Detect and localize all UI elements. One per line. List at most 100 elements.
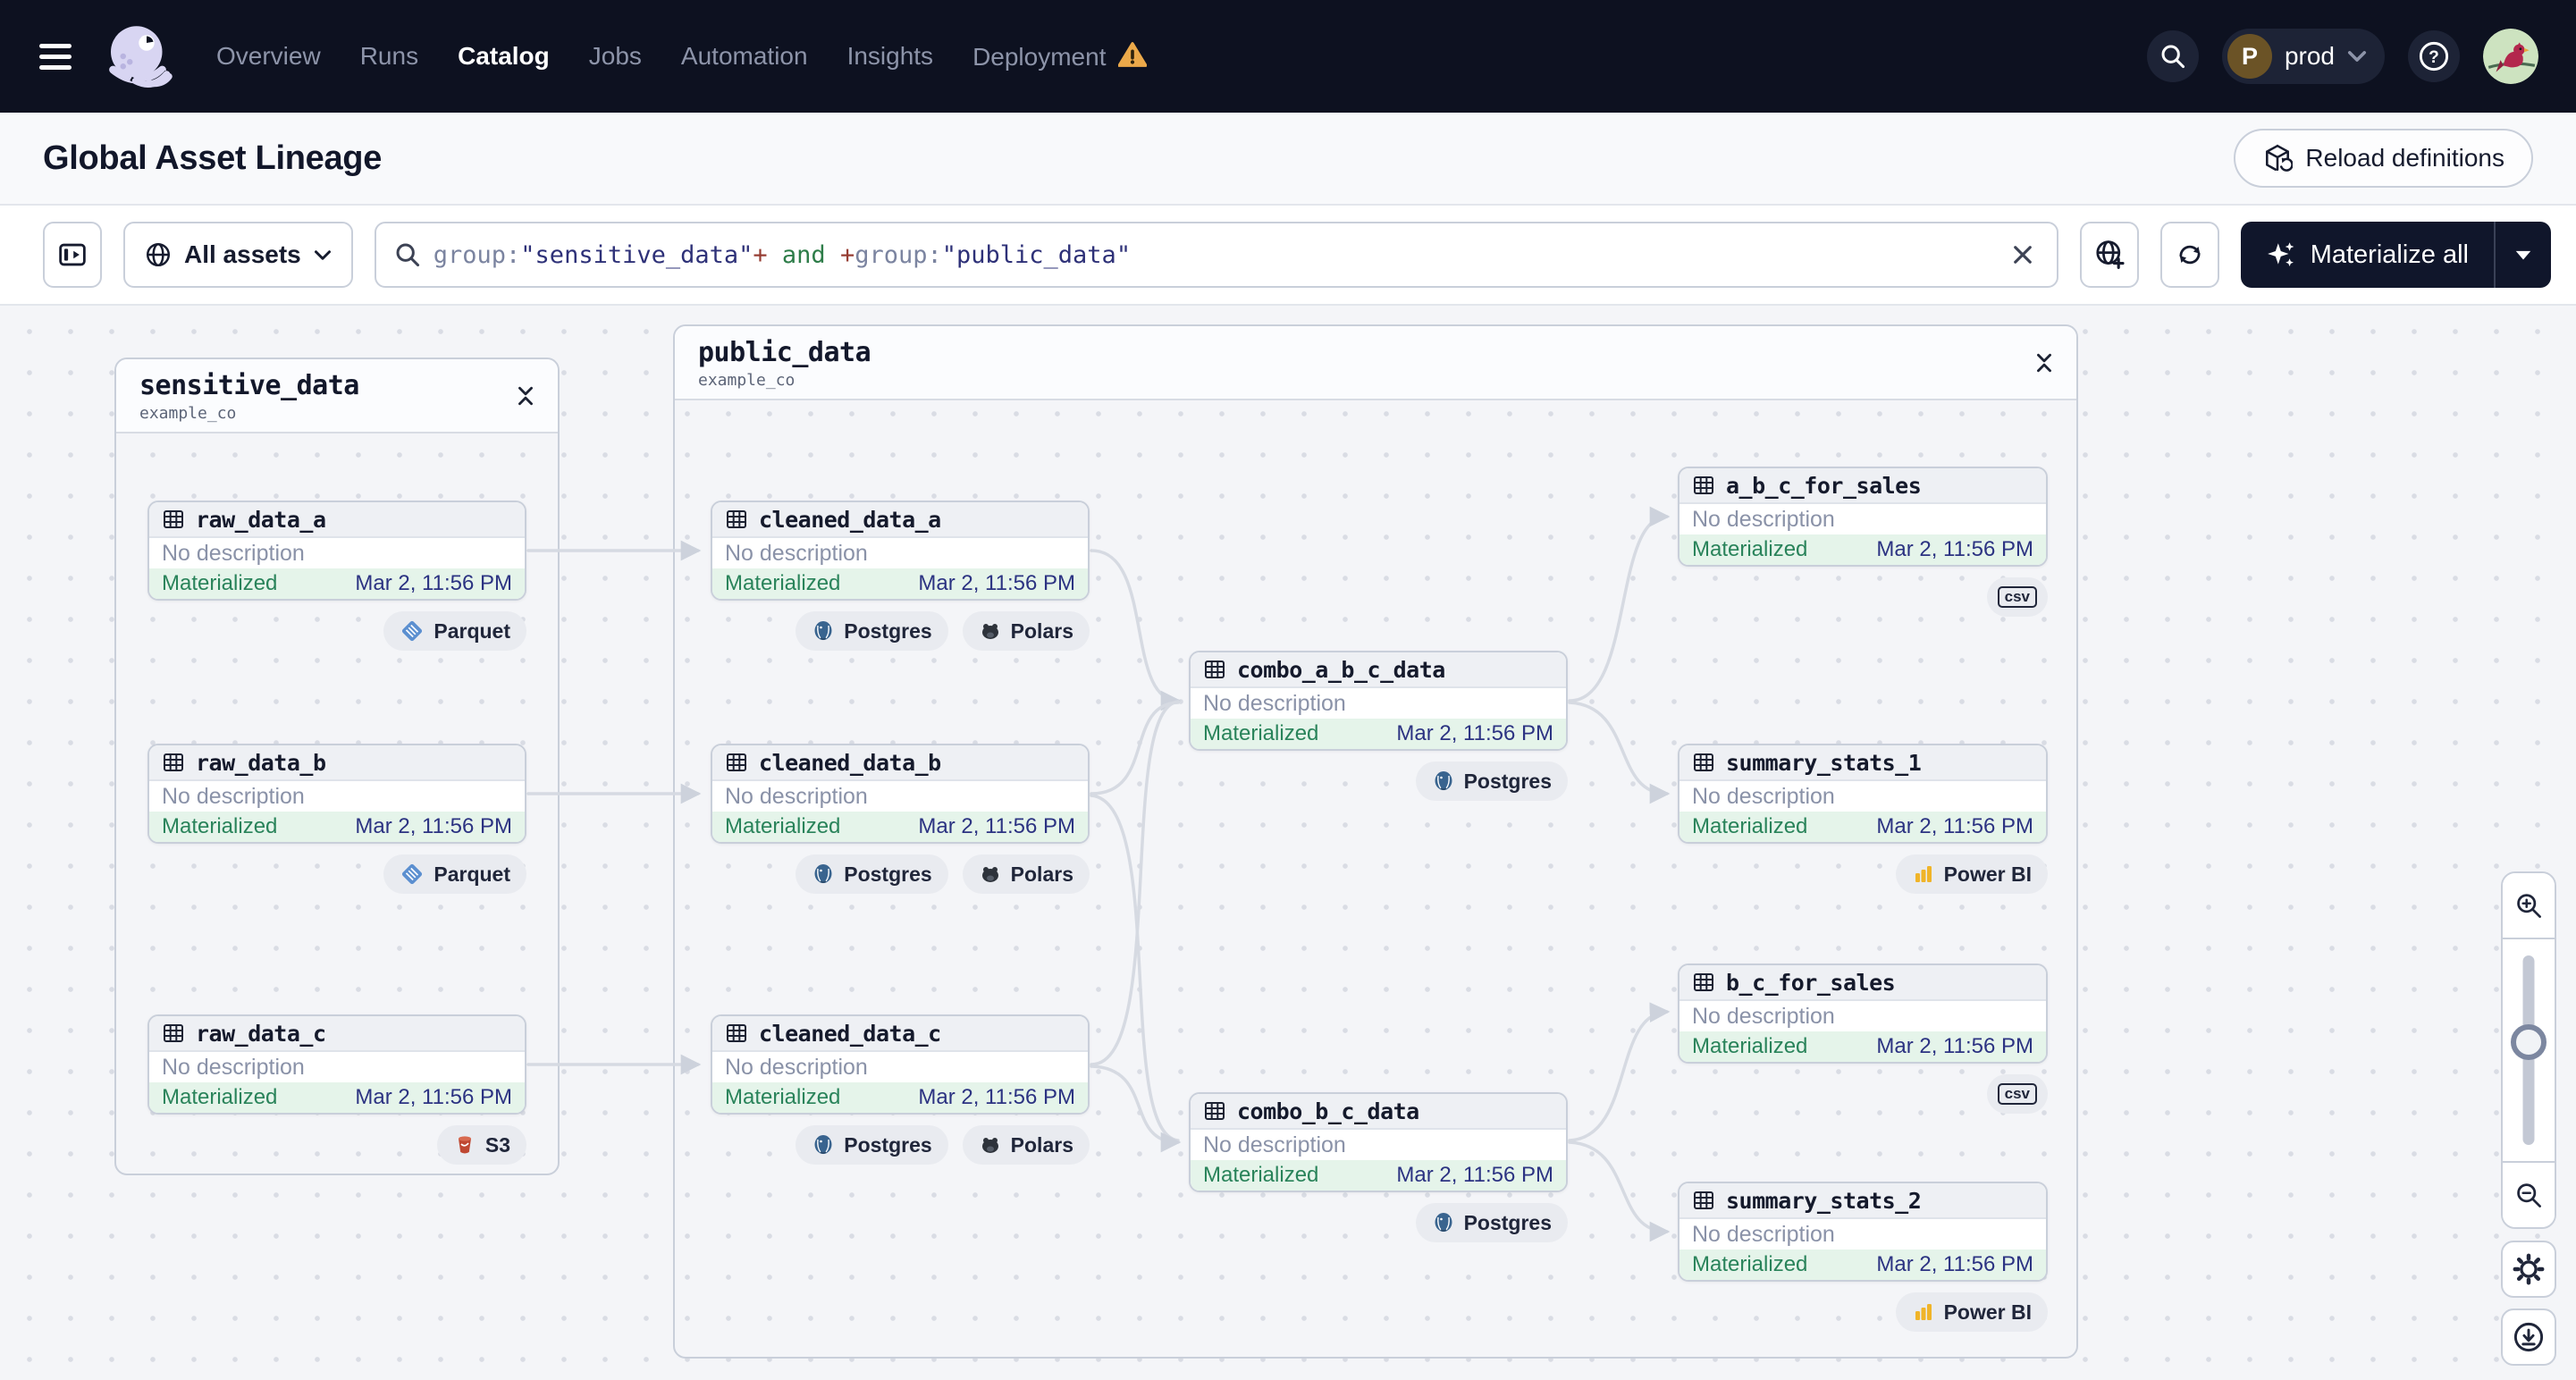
- status-label: Materialized: [1203, 721, 1319, 745]
- badge-csv[interactable]: csv: [1986, 1074, 2048, 1114]
- zoom-out-button[interactable]: [2503, 1163, 2555, 1227]
- badge-parquet[interactable]: Parquet: [383, 611, 526, 651]
- nav-item-deployment[interactable]: Deployment: [972, 41, 1148, 72]
- badge-powerbi[interactable]: Power BI: [1895, 854, 2048, 894]
- asset-name: summary_stats_1: [1726, 749, 1922, 776]
- status-label: Materialized: [1692, 537, 1808, 561]
- status-label: Materialized: [1203, 1163, 1319, 1187]
- asset-query-input[interactable]: group:"sensitive_data"+ and +group:"publ…: [374, 222, 2058, 288]
- collapse-group-icon[interactable]: [2033, 352, 2055, 374]
- group-header-public-data[interactable]: public_data example_co: [675, 326, 2076, 400]
- zoom-out-icon: [2517, 1183, 2541, 1208]
- page-header: Global Asset Lineage Reload definitions: [0, 113, 2576, 206]
- status-timestamp: Mar 2, 11:56 PM: [355, 571, 512, 595]
- environment-switcher[interactable]: P prod: [2221, 29, 2385, 84]
- materialize-all-button[interactable]: Materialize all: [2241, 222, 2494, 288]
- gear-icon: [2513, 1253, 2545, 1285]
- asset-badges-combo-a-b-c-data: Postgres: [1189, 762, 1568, 801]
- zoom-in-button[interactable]: [2503, 873, 2555, 938]
- help-button[interactable]: ?: [2408, 30, 2460, 82]
- badge-postgres[interactable]: Postgres: [796, 854, 948, 894]
- clear-query-button[interactable]: [1994, 226, 2051, 283]
- graph-settings-button[interactable]: [2501, 1241, 2556, 1298]
- badge-postgres[interactable]: Postgres: [796, 611, 948, 651]
- hamburger-menu-icon[interactable]: [39, 38, 79, 74]
- sparkles-icon: [2267, 242, 2294, 266]
- badge-polars[interactable]: Polars: [962, 1125, 1090, 1165]
- nav-item-catalog[interactable]: Catalog: [458, 42, 550, 70]
- badge-postgres[interactable]: Postgres: [1415, 762, 1568, 801]
- top-nav-right: P prod ?: [2146, 29, 2538, 84]
- badge-postgres[interactable]: Postgres: [796, 1125, 948, 1165]
- zoom-slider[interactable]: [2503, 938, 2555, 1163]
- asset-name: summary_stats_2: [1726, 1187, 1922, 1214]
- table-icon: [1205, 1102, 1225, 1120]
- asset-name: combo_a_b_c_data: [1237, 656, 1445, 683]
- status-timestamp: Mar 2, 11:56 PM: [1876, 814, 2033, 838]
- zoom-slider-thumb[interactable]: [2511, 1024, 2547, 1060]
- status-label: Materialized: [162, 814, 278, 838]
- asset-node-combo-a-b-c-data[interactable]: combo_a_b_c_data No description Material…: [1189, 651, 1568, 751]
- asset-name: cleaned_data_b: [759, 749, 941, 776]
- status-label: Materialized: [1692, 1252, 1808, 1276]
- asset-name: b_c_for_sales: [1726, 969, 1896, 996]
- group-header-sensitive-data[interactable]: sensitive_data example_co: [116, 359, 558, 433]
- asset-scope-dropdown[interactable]: All assets: [123, 222, 353, 288]
- dagster-logo-icon[interactable]: [102, 19, 173, 94]
- badge-polars[interactable]: Polars: [962, 611, 1090, 651]
- table-icon: [1694, 973, 1713, 991]
- badge-s3[interactable]: S3: [436, 1125, 526, 1165]
- nav-item-insights[interactable]: Insights: [846, 42, 934, 70]
- badge-postgres[interactable]: Postgres: [1415, 1203, 1568, 1242]
- svg-text:?: ?: [2429, 48, 2439, 67]
- parquet-icon: [402, 863, 423, 885]
- badge-parquet[interactable]: Parquet: [383, 854, 526, 894]
- csv-icon: csv: [1997, 1082, 2037, 1106]
- table-icon: [1205, 661, 1225, 678]
- download-graph-button[interactable]: [2501, 1308, 2556, 1366]
- new-selection-button[interactable]: [2079, 222, 2139, 288]
- asset-badges-summary-stats-2: Power BI: [1669, 1292, 2048, 1332]
- global-search-button[interactable]: [2146, 30, 2199, 82]
- table-icon: [727, 510, 746, 528]
- nav-item-runs[interactable]: Runs: [359, 42, 419, 70]
- badge-csv[interactable]: csv: [1986, 577, 2048, 617]
- asset-description: No description: [725, 540, 868, 566]
- asset-node-cleaned-data-a[interactable]: cleaned_data_a No description Materializ…: [711, 501, 1090, 601]
- asset-query-text: group:"sensitive_data"+ and +group:"publ…: [433, 240, 1132, 269]
- badge-powerbi[interactable]: Power BI: [1895, 1292, 2048, 1332]
- table-icon: [164, 510, 183, 528]
- reload-definitions-button[interactable]: Reload definitions: [2234, 129, 2533, 188]
- asset-scope-label: All assets: [184, 240, 301, 268]
- nav-item-jobs[interactable]: Jobs: [588, 42, 642, 70]
- asset-node-summary-stats-1[interactable]: summary_stats_1 No description Materiali…: [1678, 744, 2048, 844]
- group-subtitle: example_co: [698, 371, 796, 390]
- badge-polars[interactable]: Polars: [962, 854, 1090, 894]
- zoom-control-panel: [2501, 871, 2556, 1229]
- powerbi-icon: [1915, 1304, 1932, 1320]
- nav-item-automation[interactable]: Automation: [680, 42, 808, 70]
- asset-node-summary-stats-2[interactable]: summary_stats_2 No description Materiali…: [1678, 1182, 2048, 1282]
- user-avatar[interactable]: [2483, 29, 2538, 84]
- open-asset-panel-button[interactable]: [43, 222, 102, 288]
- environment-initial-badge: P: [2227, 34, 2272, 79]
- asset-node-combo-b-c-data[interactable]: combo_b_c_data No description Materializ…: [1189, 1092, 1568, 1192]
- asset-node-cleaned-data-b[interactable]: cleaned_data_b No description Materializ…: [711, 744, 1090, 844]
- group-title: public_data: [698, 337, 871, 368]
- materialize-options-button[interactable]: [2494, 222, 2551, 288]
- collapse-group-icon[interactable]: [515, 385, 536, 407]
- refresh-graph-button[interactable]: [2159, 222, 2219, 288]
- asset-badges-cleaned-data-b: Postgres Polars: [711, 854, 1090, 894]
- asset-node-b-c-for-sales[interactable]: b_c_for_sales No description Materialize…: [1678, 963, 2048, 1064]
- lineage-canvas[interactable]: sensitive_data example_co public_data ex…: [0, 306, 2576, 1380]
- asset-node-cleaned-data-c[interactable]: cleaned_data_c No description Materializ…: [711, 1014, 1090, 1115]
- nav-item-overview[interactable]: Overview: [216, 42, 321, 70]
- asset-node-a-b-c-for-sales[interactable]: a_b_c_for_sales No description Materiali…: [1678, 467, 2048, 567]
